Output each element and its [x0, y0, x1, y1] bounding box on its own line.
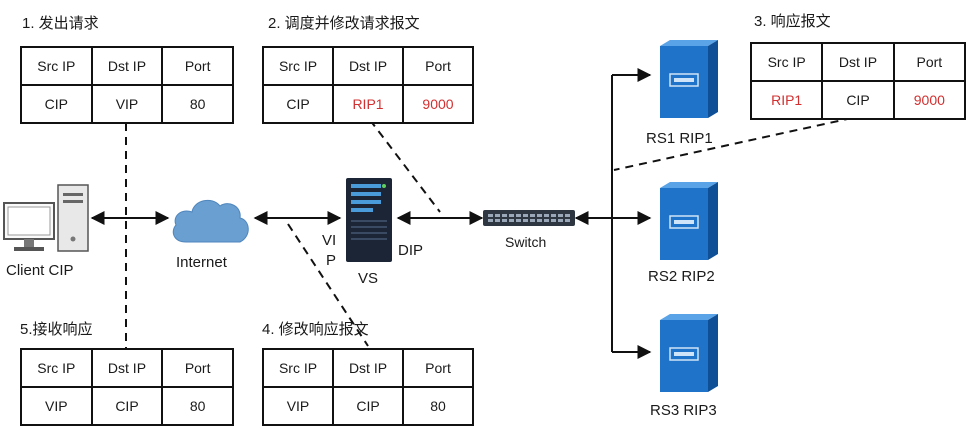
table-row: CIP RIP1 9000: [262, 84, 474, 124]
callout-step3: [613, 117, 853, 171]
src-ip-cell: VIP: [262, 386, 334, 426]
table-header-row: Src IP Dst IP Port: [20, 348, 234, 388]
port-cell: 80: [402, 386, 474, 426]
client-computer-icon: [3, 184, 89, 252]
dst-ip-cell-modified: RIP1: [332, 84, 404, 124]
callout-step2: [369, 119, 441, 213]
header-cell: Port: [892, 42, 967, 82]
table-header-row: Src IP Dst IP Port: [20, 46, 234, 86]
table-row: CIP VIP 80: [20, 84, 234, 124]
header-cell: Dst IP: [90, 348, 164, 388]
switch-label: Switch: [505, 234, 547, 250]
rs1-label: RS1 RIP1: [646, 130, 713, 147]
internet-cloud-icon: [172, 199, 249, 243]
step1-title: 1. 发出请求: [22, 15, 99, 32]
header-cell: Dst IP: [332, 46, 404, 86]
table-row: RIP1 CIP 9000: [749, 80, 967, 120]
step5-packet-table: Src IP Dst IP Port VIP CIP 80: [20, 348, 234, 426]
table-header-row: Src IP Dst IP Port: [749, 42, 967, 82]
rs2-label: RS2 RIP2: [648, 268, 715, 285]
step2-title: 2. 调度并修改请求报文: [268, 15, 420, 32]
header-cell: Dst IP: [90, 46, 164, 86]
step1-packet-table: Src IP Dst IP Port CIP VIP 80: [20, 46, 234, 124]
rs2-server-icon: [660, 182, 718, 260]
header-cell: Src IP: [262, 46, 334, 86]
header-cell: Src IP: [20, 46, 93, 86]
table-header-row: Src IP Dst IP Port: [262, 46, 474, 86]
callout-step4: [287, 223, 369, 347]
dst-ip-cell: CIP: [332, 386, 404, 426]
dst-ip-cell: VIP: [90, 84, 164, 124]
rs3-label: RS3 RIP3: [650, 402, 717, 419]
table-header-row: Src IP Dst IP Port: [262, 348, 474, 388]
header-cell: Src IP: [262, 348, 334, 388]
vip-label-part2: P: [326, 252, 337, 269]
src-ip-cell-modified: RIP1: [749, 80, 824, 120]
header-cell: Src IP: [749, 42, 824, 82]
header-cell: Dst IP: [821, 42, 895, 82]
src-ip-cell: CIP: [262, 84, 334, 124]
step2-packet-table: Src IP Dst IP Port CIP RIP1 9000: [262, 46, 474, 124]
table-row: VIP CIP 80: [20, 386, 234, 426]
rs1-server-icon: [660, 40, 718, 118]
vip-label-part1: VI: [322, 232, 337, 249]
src-ip-cell: VIP: [20, 386, 93, 426]
load-balancer-server-icon: [346, 178, 392, 262]
dst-ip-cell: CIP: [90, 386, 164, 426]
switch-icon: [483, 210, 575, 226]
dip-label: DIP: [398, 242, 424, 259]
table-row: VIP CIP 80: [262, 386, 474, 426]
header-cell: Dst IP: [332, 348, 404, 388]
step3-packet-table: Src IP Dst IP Port RIP1 CIP 9000: [749, 42, 967, 120]
step4-packet-table: Src IP Dst IP Port VIP CIP 80: [262, 348, 474, 426]
dst-ip-cell: CIP: [821, 80, 895, 120]
header-cell: Port: [161, 348, 234, 388]
header-cell: Port: [161, 46, 234, 86]
header-cell: Port: [402, 46, 474, 86]
step3-title: 3. 响应报文: [754, 13, 831, 30]
step5-title: 5.接收响应: [20, 321, 93, 338]
header-cell: Port: [402, 348, 474, 388]
internet-label: Internet: [176, 254, 227, 271]
port-cell: 80: [161, 386, 234, 426]
step4-title: 4. 修改响应报文: [262, 321, 369, 338]
port-cell-modified: 9000: [892, 80, 967, 120]
vs-label: VS: [358, 270, 379, 287]
client-label: Client CIP: [6, 262, 74, 279]
rs3-server-icon: [660, 314, 718, 392]
port-cell: 80: [161, 84, 234, 124]
port-cell-modified: 9000: [402, 84, 474, 124]
src-ip-cell: CIP: [20, 84, 93, 124]
header-cell: Src IP: [20, 348, 93, 388]
